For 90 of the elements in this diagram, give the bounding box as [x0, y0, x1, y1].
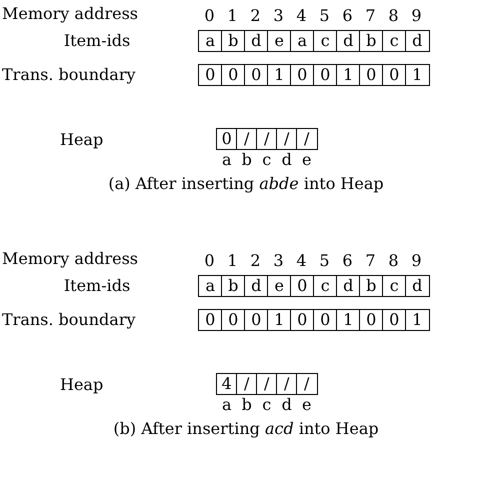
address-number: 3	[272, 6, 285, 26]
column-label: e	[301, 150, 312, 170]
address-number: 2	[249, 6, 262, 26]
row-label: Memory address	[2, 4, 138, 24]
figure-caption: (a) After inserting abde into Heap	[107, 174, 385, 194]
table-cell: 0	[216, 128, 238, 150]
address-number: 1	[226, 251, 239, 271]
address-number: 9	[410, 6, 423, 26]
address-number: 9	[410, 251, 423, 271]
table-cell: a	[198, 30, 222, 52]
table-cell: /	[256, 373, 278, 395]
table-cell: 1	[336, 64, 360, 86]
row-label: Trans. boundary	[2, 310, 136, 330]
address-number: 4	[295, 251, 308, 271]
table-cell: e	[267, 30, 292, 52]
address-number: 5	[318, 251, 331, 271]
column-label: a	[220, 395, 233, 415]
column-label: a	[220, 150, 233, 170]
address-number: 2	[249, 251, 262, 271]
address-number: 0	[203, 251, 216, 271]
table-cell: d	[244, 30, 268, 52]
table-cell: d	[244, 275, 268, 297]
address-number: 3	[272, 251, 285, 271]
address-number: 1	[226, 6, 239, 26]
row-label: Item-ids	[62, 276, 132, 296]
figure-caption: (b) After inserting acd into Heap	[112, 419, 380, 439]
table-cell: 0	[359, 309, 384, 331]
table-cell: 0	[244, 309, 268, 331]
table-cell: d	[405, 275, 430, 297]
address-number: 5	[318, 6, 331, 26]
table-cell: 0	[244, 64, 268, 86]
table-cell: e	[267, 275, 292, 297]
row-label: Trans. boundary	[2, 65, 136, 85]
table-cell: 0	[313, 309, 338, 331]
table-cell: /	[256, 128, 278, 150]
address-number: 7	[364, 251, 377, 271]
address-number: 8	[387, 251, 400, 271]
table-cell: 0	[313, 64, 338, 86]
table-cell: 0	[290, 309, 314, 331]
table-cell: 0	[221, 309, 246, 331]
column-label: d	[280, 395, 293, 415]
column-label: c	[261, 395, 272, 415]
table-cell: 0	[382, 309, 406, 331]
table-cell: 0	[382, 64, 406, 86]
column-label: c	[261, 150, 272, 170]
row-label: Heap	[60, 130, 104, 150]
table-cell: 0	[198, 309, 222, 331]
column-label: b	[240, 395, 253, 415]
table-cell: b	[359, 30, 384, 52]
table-cell: 4	[216, 373, 238, 395]
table-cell: a	[198, 275, 222, 297]
table-cell: 0	[290, 275, 314, 297]
table-cell: 1	[336, 309, 360, 331]
address-number: 7	[364, 6, 377, 26]
table-cell: /	[276, 373, 298, 395]
row-label: Item-ids	[62, 31, 132, 51]
table-cell: 0	[359, 64, 384, 86]
table-cell: /	[236, 373, 258, 395]
table-cell: 1	[405, 309, 430, 331]
table-cell: 1	[267, 309, 292, 331]
table-cell: b	[221, 275, 246, 297]
table-cell: 1	[267, 64, 292, 86]
row-label: Heap	[60, 375, 104, 395]
row-label: Memory address	[2, 249, 138, 269]
table-cell: c	[382, 30, 406, 52]
address-number: 6	[341, 6, 354, 26]
table-cell: d	[405, 30, 430, 52]
column-label: d	[280, 150, 293, 170]
table-cell: a	[290, 30, 314, 52]
table-cell: b	[221, 30, 246, 52]
table-cell: /	[236, 128, 258, 150]
table-cell: d	[336, 275, 360, 297]
table-cell: /	[276, 128, 298, 150]
table-cell: /	[296, 373, 318, 395]
address-number: 4	[295, 6, 308, 26]
table-cell: 1	[405, 64, 430, 86]
address-number: 6	[341, 251, 354, 271]
column-label: e	[301, 395, 312, 415]
table-cell: b	[359, 275, 384, 297]
table-cell: c	[382, 275, 406, 297]
column-label: b	[240, 150, 253, 170]
table-cell: /	[296, 128, 318, 150]
address-number: 8	[387, 6, 400, 26]
table-cell: c	[313, 275, 338, 297]
address-number: 0	[203, 6, 216, 26]
table-cell: 0	[290, 64, 314, 86]
table-cell: 0	[221, 64, 246, 86]
table-cell: d	[336, 30, 360, 52]
table-cell: 0	[198, 64, 222, 86]
table-cell: c	[313, 30, 338, 52]
